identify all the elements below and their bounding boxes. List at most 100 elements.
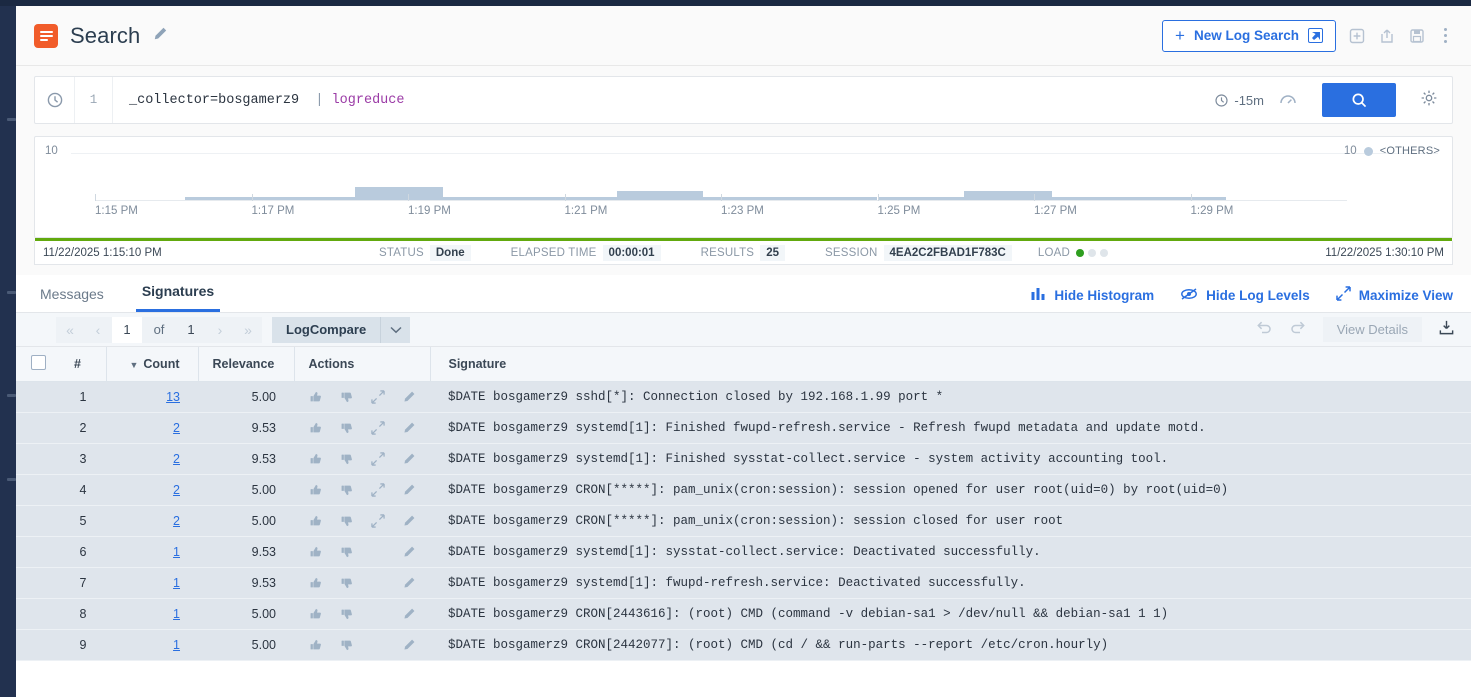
rail-mark xyxy=(7,478,16,481)
last-page-icon[interactable]: » xyxy=(234,316,262,343)
query-history-icon[interactable] xyxy=(35,77,75,123)
undo-icon[interactable] xyxy=(1255,319,1273,340)
thumbs-up-icon[interactable] xyxy=(308,421,323,435)
row-select-cell[interactable] xyxy=(16,629,60,661)
row-select-cell[interactable] xyxy=(16,598,60,630)
view-details-button[interactable]: View Details xyxy=(1322,317,1422,342)
thumbs-up-icon[interactable] xyxy=(308,390,323,404)
row-actions xyxy=(294,505,430,537)
thumbs-down-icon[interactable] xyxy=(339,638,354,652)
query-input[interactable]: _collector=bosgamerz9 | logreduce xyxy=(113,77,1214,123)
edit-signature-icon[interactable] xyxy=(401,638,416,652)
edit-signature-icon[interactable] xyxy=(401,483,416,497)
col-index[interactable]: # xyxy=(60,347,106,382)
pencil-icon[interactable] xyxy=(152,26,168,46)
count-link[interactable]: 2 xyxy=(173,482,180,497)
thumbs-down-icon[interactable] xyxy=(339,545,354,559)
logcompare-button[interactable]: LogCompare xyxy=(272,316,381,343)
count-link[interactable]: 1 xyxy=(173,544,180,559)
more-options-icon[interactable] xyxy=(1438,28,1453,43)
x-axis-tick-mark xyxy=(721,194,722,201)
col-relevance[interactable]: Relevance xyxy=(197,347,294,382)
thumbs-up-icon[interactable] xyxy=(308,638,323,652)
x-axis-tick-label: 1:19 PM xyxy=(408,205,451,217)
count-link[interactable]: 13 xyxy=(166,389,180,404)
col-count[interactable]: ▼Count xyxy=(105,347,198,382)
expand-icon[interactable] xyxy=(370,389,385,404)
edit-signature-icon[interactable] xyxy=(401,421,416,435)
share-icon[interactable] xyxy=(1378,27,1396,45)
count-link[interactable]: 1 xyxy=(173,575,180,590)
left-nav-rail[interactable] xyxy=(0,6,16,697)
hide-log-levels-button[interactable]: Hide Log Levels xyxy=(1180,287,1310,304)
thumbs-down-icon[interactable] xyxy=(339,452,354,466)
tab-signatures[interactable]: Signatures xyxy=(135,283,221,312)
row-actions xyxy=(294,567,430,599)
edit-signature-icon[interactable] xyxy=(401,545,416,559)
row-select-cell[interactable] xyxy=(16,474,60,506)
new-log-search-button[interactable]: + New Log Search xyxy=(1162,19,1336,52)
chevron-down-icon[interactable] xyxy=(380,316,411,343)
thumbs-down-icon[interactable] xyxy=(339,390,354,404)
row-select-cell[interactable] xyxy=(16,412,60,444)
download-icon[interactable] xyxy=(1438,319,1455,340)
thumbs-down-icon[interactable] xyxy=(339,514,354,528)
thumbs-down-icon[interactable] xyxy=(339,483,354,497)
thumbs-down-icon[interactable] xyxy=(339,607,354,621)
edit-signature-icon[interactable] xyxy=(401,514,416,528)
speed-gauge-icon[interactable] xyxy=(1278,90,1298,110)
row-select-cell[interactable] xyxy=(16,567,60,599)
count-link[interactable]: 2 xyxy=(173,420,180,435)
count-link[interactable]: 1 xyxy=(173,637,180,652)
thumbs-up-icon[interactable] xyxy=(308,483,323,497)
save-icon[interactable] xyxy=(1408,27,1426,45)
run-search-button[interactable] xyxy=(1322,83,1396,117)
edit-signature-icon[interactable] xyxy=(401,390,416,404)
count-link[interactable]: 2 xyxy=(173,451,180,466)
thumbs-up-icon[interactable] xyxy=(308,576,323,590)
count-link[interactable]: 2 xyxy=(173,513,180,528)
gear-icon[interactable] xyxy=(1420,89,1452,112)
edit-signature-icon[interactable] xyxy=(401,576,416,590)
time-range-picker[interactable]: -15m xyxy=(1214,93,1264,108)
row-select-cell[interactable] xyxy=(16,381,60,413)
tab-messages[interactable]: Messages xyxy=(40,286,104,302)
select-all-checkbox[interactable] xyxy=(30,354,46,370)
status-label: STATUS xyxy=(379,246,424,259)
expand-icon[interactable] xyxy=(370,420,385,435)
row-select-cell[interactable] xyxy=(16,536,60,568)
first-page-icon[interactable]: « xyxy=(56,316,84,343)
thumbs-down-icon[interactable] xyxy=(339,421,354,435)
edit-signature-icon[interactable] xyxy=(401,607,416,621)
prev-page-icon[interactable]: ‹ xyxy=(84,316,112,343)
next-page-icon[interactable]: › xyxy=(206,316,234,343)
row-select-cell[interactable] xyxy=(16,443,60,475)
add-panel-icon[interactable] xyxy=(1348,27,1366,45)
thumbs-up-icon[interactable] xyxy=(308,545,323,559)
thumbs-up-icon[interactable] xyxy=(308,607,323,621)
row-count: 2 xyxy=(106,443,198,475)
expand-icon[interactable] xyxy=(370,451,385,466)
edit-signature-icon[interactable] xyxy=(401,452,416,466)
page-number-input[interactable]: 1 xyxy=(112,316,142,343)
expand-icon[interactable] xyxy=(370,482,385,497)
row-select-cell[interactable] xyxy=(16,505,60,537)
thumbs-down-icon[interactable] xyxy=(339,576,354,590)
thumbs-up-icon[interactable] xyxy=(308,514,323,528)
thumbs-up-icon[interactable] xyxy=(308,452,323,466)
expand-icon[interactable] xyxy=(370,513,385,528)
redo-icon[interactable] xyxy=(1289,319,1307,340)
hide-histogram-button[interactable]: Hide Histogram xyxy=(1031,287,1154,304)
count-link[interactable]: 1 xyxy=(173,606,180,621)
maximize-view-button[interactable]: Maximize View xyxy=(1335,286,1453,304)
